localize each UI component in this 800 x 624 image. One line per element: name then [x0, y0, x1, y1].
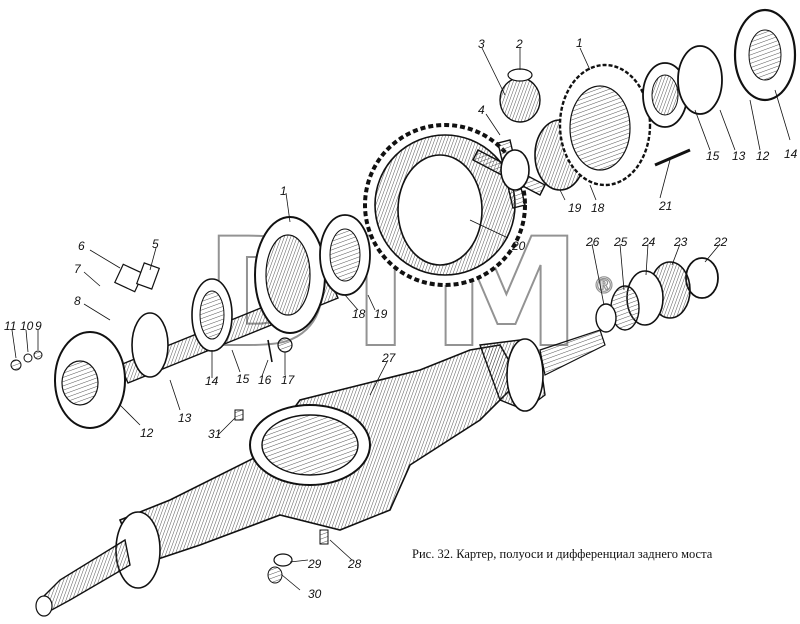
label-24: 24: [641, 235, 656, 249]
label-18-right: 18: [591, 201, 605, 215]
label-13-left: 13: [178, 411, 192, 425]
differential-spider: [472, 68, 586, 209]
label-25: 25: [613, 235, 628, 249]
label-23: 23: [673, 235, 688, 249]
small-fasteners: [10, 350, 329, 584]
label-8: 8: [74, 294, 81, 308]
label-17: 17: [281, 373, 296, 387]
label-5: 5: [152, 237, 159, 251]
label-27: 27: [381, 351, 397, 365]
label-1-right-case: 1: [576, 36, 583, 50]
label-18-left: 18: [352, 307, 366, 321]
label-14-right: 14: [784, 147, 798, 161]
label-28: 28: [347, 557, 362, 571]
label-21: 21: [658, 199, 672, 213]
label-2: 2: [515, 37, 523, 51]
right-differential-case: [558, 8, 797, 187]
label-1-left-case: 1: [280, 184, 287, 198]
label-10: 10: [20, 319, 34, 333]
label-15-left: 15: [236, 372, 250, 386]
figure-caption: Рис. 32. Картер, полуоси и дифференциал …: [412, 547, 713, 561]
label-3: 3: [478, 37, 485, 51]
axle-housing: [35, 329, 606, 617]
label-14-left: 14: [205, 374, 219, 388]
label-19-right: 19: [568, 201, 582, 215]
label-6: 6: [78, 239, 85, 253]
watermark-registered-mark: ®: [593, 274, 615, 299]
label-16: 16: [258, 373, 272, 387]
right-bearing-stack: [595, 257, 719, 333]
label-12-left: 12: [140, 426, 154, 440]
label-7: 7: [74, 262, 82, 276]
label-13-right: 13: [732, 149, 746, 163]
label-30: 30: [308, 587, 322, 601]
label-11: 11: [4, 319, 16, 333]
label-9: 9: [35, 319, 42, 333]
crown-gear: [363, 123, 527, 287]
label-12-right: 12: [756, 149, 770, 163]
label-22: 22: [713, 235, 728, 249]
label-19-left: 19: [374, 307, 388, 321]
leader-lines: [11, 47, 791, 591]
part-labels: 1 1 2 3 4 5 6 7 8 9 10 11 12 12 13 13 14…: [4, 36, 798, 601]
label-4: 4: [478, 103, 485, 117]
label-15-right: 15: [706, 149, 720, 163]
label-31: 31: [208, 427, 221, 441]
label-29: 29: [307, 557, 322, 571]
label-26: 26: [585, 235, 600, 249]
label-20: 20: [511, 239, 526, 253]
left-axle-shaft: [54, 214, 371, 429]
